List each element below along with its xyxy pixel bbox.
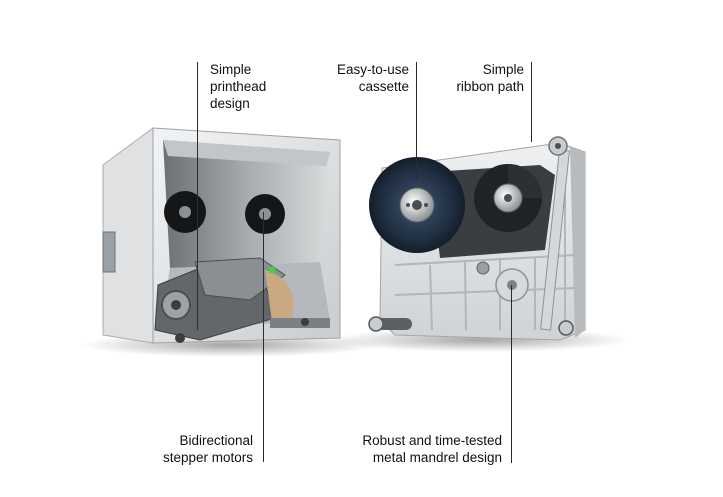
mandrel-leader-line <box>511 285 512 463</box>
mandrel-callout: Robust and time-tested metal mandrel des… <box>362 433 502 465</box>
ribbon-path-leader-line <box>531 62 532 142</box>
stepper-motors-leader-line <box>263 212 264 462</box>
ribbon-cassette-unit <box>368 136 586 341</box>
cassette-callout: Easy-to-use cassette <box>336 62 409 94</box>
status-led-icon <box>268 266 276 274</box>
cassette-leader-line <box>416 62 417 180</box>
printhead-callout: Simple printhead design <box>210 62 267 111</box>
stepper-motors-callout: Bidirectional stepper motors <box>162 433 253 465</box>
ribbon-path-callout: Simple ribbon path <box>456 62 524 94</box>
printer-body-unit <box>102 127 341 344</box>
printhead-leader-line <box>197 62 198 330</box>
